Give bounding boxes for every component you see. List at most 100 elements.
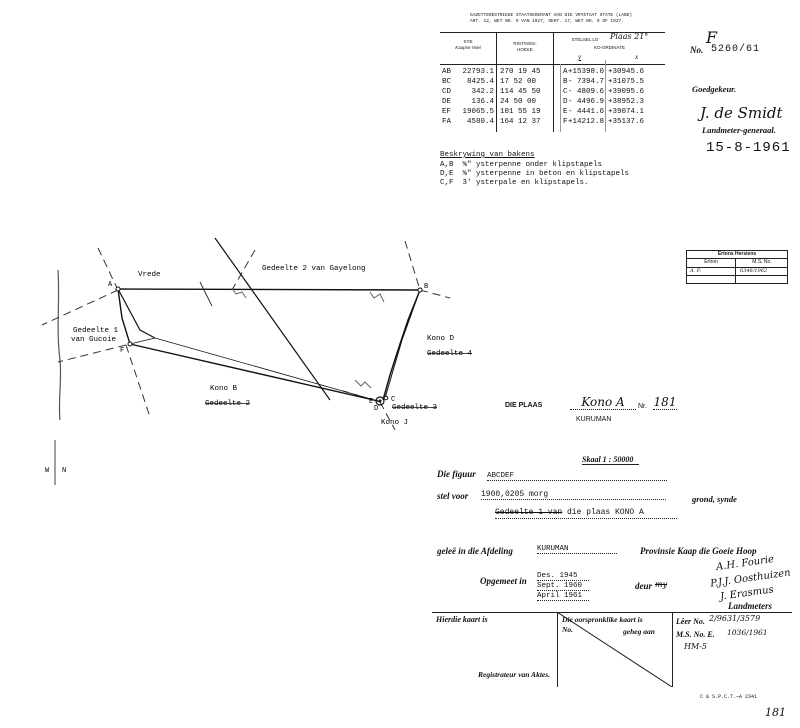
internal-line-2 <box>199 281 213 307</box>
coord-dir: 17 52 00 <box>500 78 537 86</box>
dashed-boundary-1 <box>97 247 119 291</box>
boundary-FA-inner <box>117 288 156 339</box>
oorspronklike-2: No. <box>562 625 574 634</box>
location-label: geleë in die Afdeling <box>437 546 513 556</box>
label-gedeelte3: Gedeelte 3 <box>392 404 438 412</box>
coord-x: +31075.5 <box>608 78 645 86</box>
col-dir-title: RIGTINGS- <box>513 41 537 46</box>
coord-side: DE <box>442 98 452 106</box>
oorspronklike-1: Die oorspronklike kaart is <box>562 615 643 624</box>
label-C: C <box>391 396 395 404</box>
label-gedeelte1: Gedeelte 1 <box>73 327 119 335</box>
leer-value: 2/9631/3579 <box>709 614 761 623</box>
reference-line-2: ART. 12, WET NO. 9 VAN 1927, SEKT. 17, W… <box>470 19 624 24</box>
farm-name: Kono A <box>570 395 636 410</box>
survey-date-2: Sept. 1960 <box>537 582 589 591</box>
figure-grond: grond, synde <box>692 494 737 504</box>
figure-plaas-rest: die plaas KONO A <box>567 508 644 517</box>
label-A: A <box>108 281 113 289</box>
point-C <box>383 395 389 401</box>
figure-value: ABCDEF <box>487 472 667 481</box>
boundary-BC <box>382 289 421 401</box>
approved-label: Goedgekeur. <box>692 84 737 94</box>
figure-label: Die figuur <box>437 469 476 479</box>
dashed-boundary-6 <box>404 240 421 291</box>
coord-x: +35137.6 <box>608 118 645 126</box>
coord-x: +39074.1 <box>608 108 645 116</box>
beacon-box-col1: Ertron <box>704 259 718 265</box>
approval-date: 15-8-1961 <box>706 140 791 156</box>
hatch-mark-1 <box>231 287 247 299</box>
point-E <box>375 396 385 406</box>
beacon-line-3: C,F 3' ysterpale en klipstapels. <box>440 179 589 187</box>
coord-length: 342.2 <box>471 88 494 96</box>
boundary-BC-inner <box>384 289 421 399</box>
label-gedeelte2-gayelong: Gedeelte 2 van Gayelong <box>262 265 366 273</box>
coord-dir: 24 50 00 <box>500 98 537 106</box>
surveyor-general-title: Landmeter-generaal. <box>702 125 776 135</box>
dashed-boundary-5 <box>231 249 256 291</box>
survey-date-1: Des. 1945 <box>537 572 589 581</box>
geheg-aan: geheg aan <box>623 627 655 636</box>
col-sides-unit: Kaapse Voet <box>455 45 481 50</box>
coordinate-table: SYE Kaapse Voet RIGTINGS- HOEKE STELSEL … <box>440 32 665 132</box>
approval-no-letter: F <box>706 28 718 47</box>
coord-side: BC <box>442 78 452 86</box>
figure-area: 1900,0205 morg <box>481 490 666 500</box>
coord-point: D <box>563 98 568 106</box>
col-x: x <box>635 53 639 61</box>
survey-deur: deur <box>635 581 653 591</box>
coord-length: 19065.5 <box>462 108 494 116</box>
reference-line-1: GAZETTERESTRIEKE STAATSKOERANT VAN DIE V… <box>470 13 633 18</box>
col-sides-title: SYE <box>463 39 473 44</box>
label-vrede: Vrede <box>138 271 161 279</box>
coord-y: - 7394.7 <box>568 78 605 86</box>
point-F <box>127 341 133 347</box>
survey-label: Opgemeet in <box>480 576 527 586</box>
coord-x: +38952.3 <box>608 98 645 106</box>
hatch-mark-2 <box>369 291 385 303</box>
figure-gedeelte-struck: Gedeelte 1 van <box>495 508 563 517</box>
label-w: W <box>45 467 50 475</box>
survey-deur-value: my <box>655 580 668 589</box>
coord-dir: 101 55 19 <box>500 108 541 116</box>
page-number: 181 <box>765 706 786 719</box>
col-coord-title: STELSEL LO <box>571 37 599 42</box>
hm-value: HM-5 <box>684 642 707 651</box>
dashed-boundary-4 <box>125 344 151 418</box>
point-D <box>378 399 382 403</box>
label-F: F <box>120 347 124 355</box>
coord-y: +14212.8 <box>568 118 605 126</box>
coord-point: B <box>563 78 568 86</box>
coord-dir: 114 45 50 <box>500 88 541 96</box>
registration-table <box>432 612 792 687</box>
col-y: y <box>578 53 582 61</box>
approval-no-label: No. <box>690 45 704 55</box>
coord-x: +30945.6 <box>608 68 645 76</box>
scale: Skaal 1 : 50000 <box>582 455 640 465</box>
label-E: E <box>369 398 373 406</box>
ms-label: M.S. No. E. <box>676 630 715 639</box>
beacon-line-2: D,E ⅝" ysterpenne in beton en klipstapel… <box>440 170 630 178</box>
internal-line-1 <box>214 237 331 401</box>
label-kono-d: Kono D <box>427 335 455 343</box>
ms-value: 1036/1961 <box>727 628 768 637</box>
survey-date-3: April 1961 <box>537 592 589 601</box>
coord-length: 22793.1 <box>462 68 494 76</box>
boundary-AB <box>117 288 421 291</box>
beacons-title: Beskrywing van bakens <box>440 151 535 159</box>
coord-side: AB <box>442 68 452 76</box>
figure-stel-label: stel voor <box>437 491 469 501</box>
location-district: KURUMAN <box>537 545 617 554</box>
label-gedeelte1-van: van Gucoie <box>71 336 116 344</box>
location-province: Provinsie Kaap die Goeie Hoop <box>640 546 757 556</box>
dashed-boundary-8 <box>379 401 396 431</box>
coord-dir: 164 12 37 <box>500 118 541 126</box>
farm-district: KURUMAN <box>576 416 612 423</box>
